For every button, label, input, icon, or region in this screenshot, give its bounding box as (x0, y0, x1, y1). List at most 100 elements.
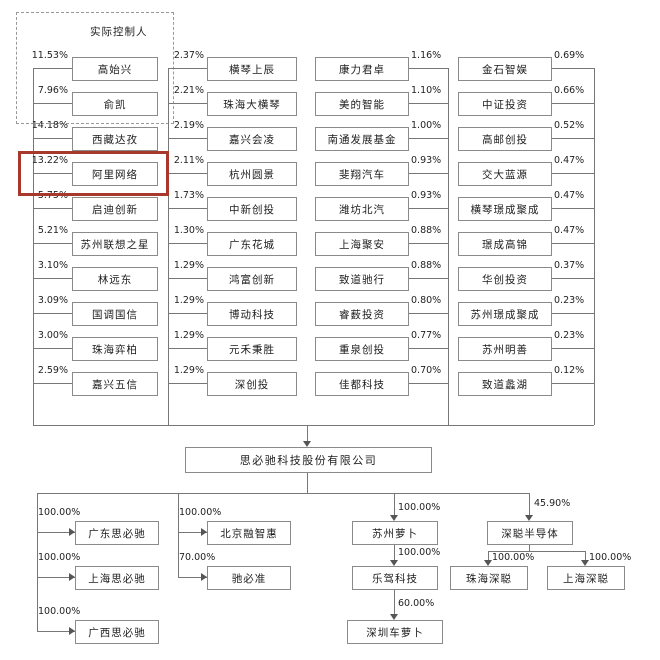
ownership-percentage-label: 1.73% (173, 190, 204, 201)
arrow-right-icon (69, 528, 75, 536)
ownership-percentage-label: 5.21% (37, 225, 68, 236)
subsidiary-box: 上海思必驰 (75, 566, 159, 590)
arrow-down-icon (390, 515, 398, 521)
shareholder-box: 深创投 (207, 372, 297, 396)
ownership-percentage-label: 0.88% (411, 260, 442, 271)
connector-line (33, 68, 72, 69)
ownership-percentage-label: 0.47% (554, 155, 585, 166)
arrow-right-icon (201, 573, 207, 581)
shareholder-box: 珠海大横琴 (207, 92, 297, 116)
ownership-percentage-label: 2.37% (173, 50, 204, 61)
ownership-percentage-label: 0.69% (554, 50, 585, 61)
shareholder-box: 杭州圆景 (207, 162, 297, 186)
shareholder-box: 横琴上辰 (207, 57, 297, 81)
ownership-percentage-label: 2.11% (173, 155, 204, 166)
connector-line (407, 313, 448, 314)
shareholder-box: 致道蠡湖 (458, 372, 552, 396)
connector-line (550, 278, 594, 279)
ownership-percentage-label: 0.88% (411, 225, 442, 236)
arrow-down-icon (484, 560, 492, 566)
connector-line (33, 313, 72, 314)
shareholder-box: 广东花城 (207, 232, 297, 256)
connector-line (33, 243, 72, 244)
connector-line (168, 208, 207, 209)
ownership-percentage-label: 1.29% (173, 295, 204, 306)
company-box: 思必驰科技股份有限公司 (185, 447, 432, 473)
subsidiary-box: 乐驾科技 (352, 566, 438, 590)
ownership-percentage-label: 70.00% (179, 552, 216, 563)
ownership-percentage-label: 1.29% (173, 330, 204, 341)
ownership-percentage-label: 2.21% (173, 85, 204, 96)
shareholder-box: 苏州联想之星 (72, 232, 158, 256)
connector-line (33, 138, 72, 139)
subsidiary-box: 苏州萝卜 (352, 521, 438, 545)
arrow-right-icon (69, 627, 75, 635)
connector-line (168, 348, 207, 349)
ownership-percentage-label: 1.29% (173, 365, 204, 376)
arrow-down-icon (390, 614, 398, 620)
subsidiary-box: 珠海深聪 (450, 566, 528, 590)
connector-line (168, 383, 207, 384)
ownership-percentage-label: 3.00% (37, 330, 68, 341)
shareholder-box: 国调国信 (72, 302, 158, 326)
connector-line (407, 243, 448, 244)
connector-line (550, 243, 594, 244)
shareholder-box: 交大蓝源 (458, 162, 552, 186)
ownership-percentage-label: 0.66% (554, 85, 585, 96)
shareholder-box: 华创投资 (458, 267, 552, 291)
arrow-down-icon (525, 515, 533, 521)
connector-line (407, 348, 448, 349)
group-trunk-line (178, 493, 179, 577)
connector-line (407, 68, 448, 69)
ownership-percentage-label: 100.00% (38, 552, 81, 563)
subsidiary-box: 深圳车萝卜 (347, 620, 443, 644)
ownership-percentage-label: 100.00% (398, 547, 441, 558)
shareholder-box: 高邮创投 (458, 127, 552, 151)
merge-line (33, 425, 594, 426)
connector-line (394, 543, 395, 560)
ownership-percentage-label: 60.00% (398, 598, 435, 609)
connector-line (550, 173, 594, 174)
connector-line (178, 532, 207, 533)
connector-line (178, 577, 207, 578)
arrow-down-icon (303, 441, 311, 447)
ownership-percentage-label: 1.16% (411, 50, 442, 61)
shareholder-box: 上海聚安 (315, 232, 409, 256)
connector-line (168, 138, 207, 139)
connector-line (33, 278, 72, 279)
connector-line (394, 588, 395, 614)
ownership-percentage-label: 0.77% (411, 330, 442, 341)
connector-line (33, 173, 72, 174)
connector-line (407, 278, 448, 279)
group-trunk-line (37, 493, 38, 632)
ownership-percentage-label: 100.00% (38, 507, 81, 518)
connector-line (550, 348, 594, 349)
connector-line (550, 313, 594, 314)
connector-line (407, 383, 448, 384)
shareholder-box: 斐翔汽车 (315, 162, 409, 186)
shareholder-box: 中新创投 (207, 197, 297, 221)
connector-line (33, 103, 72, 104)
company-outflow-line (307, 471, 308, 493)
arrow-down-icon (390, 560, 398, 566)
column-trunk-line (448, 68, 449, 425)
connector-line (550, 103, 594, 104)
shareholder-box: 嘉兴五信 (72, 372, 158, 396)
connector-line (168, 173, 207, 174)
shareholder-box: 嘉兴会凌 (207, 127, 297, 151)
connector-line (37, 577, 75, 578)
ownership-percentage-label: 0.37% (554, 260, 585, 271)
ownership-percentage-label: 0.93% (411, 155, 442, 166)
column-trunk-line (33, 68, 34, 425)
ownership-percentage-label: 11.53% (31, 50, 68, 61)
connector-line (550, 383, 594, 384)
connector-line (37, 631, 75, 632)
ownership-percentage-label: 0.80% (411, 295, 442, 306)
ownership-percentage-label: 0.93% (411, 190, 442, 201)
ownership-percentage-label: 0.23% (554, 295, 585, 306)
ownership-percentage-label: 45.90% (534, 498, 571, 509)
shareholder-box: 康力君卓 (315, 57, 409, 81)
ownership-percentage-label: 100.00% (398, 502, 441, 513)
subsidiary-box: 广东思必驰 (75, 521, 159, 545)
shareholder-box: 鸿富创新 (207, 267, 297, 291)
